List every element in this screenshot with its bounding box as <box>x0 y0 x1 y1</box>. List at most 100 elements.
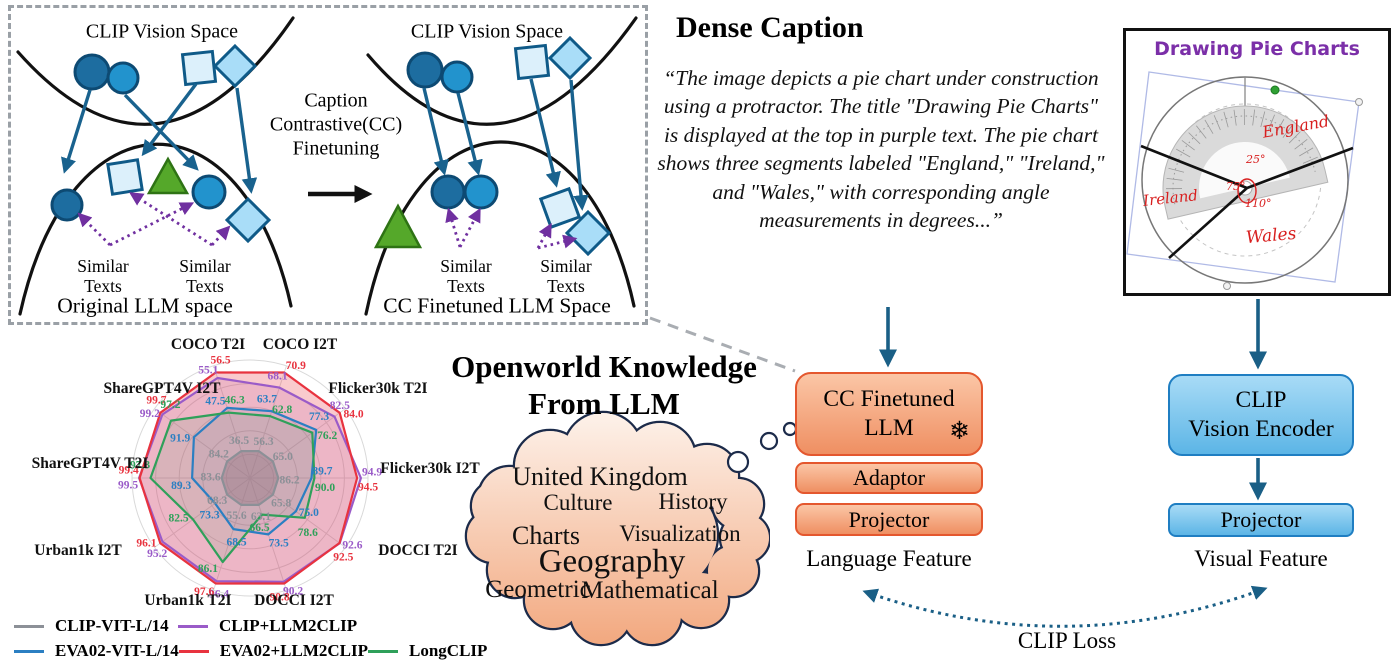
radar-value-label: 56.5 <box>210 355 230 367</box>
radar-value-label: 97.2 <box>160 399 180 411</box>
legend-item: EVA02+LLM2CLIP <box>178 641 368 661</box>
cloud-word: Geometric <box>485 576 591 603</box>
legend-line-swatch <box>178 624 208 628</box>
selection-box <box>1126 71 1360 283</box>
radar-value-label: 76.2 <box>317 430 337 442</box>
legend-label: EVA02-VIT-L/14 <box>55 641 179 660</box>
similar-texts-label: Similar Texts <box>540 255 592 296</box>
green-handle-icon <box>1270 85 1280 95</box>
cc-finetuned-space-caption: CC Finetuned LLM Space <box>383 293 611 318</box>
radar-value-label: 99.4 <box>119 465 139 477</box>
radar-value-label: 70.9 <box>286 360 306 372</box>
radar-value-label: 89.7 <box>312 465 332 477</box>
whiteboard-title: Drawing Pie Charts <box>1154 38 1360 60</box>
corner-handle-icon <box>1355 98 1363 106</box>
legend-item: CLIP+LLM2CLIP <box>178 616 366 636</box>
original-llm-space-caption: Original LLM space <box>57 293 233 318</box>
radar-value-label: 94.9 <box>362 467 382 479</box>
legend-label: EVA02+LLM2CLIP <box>219 641 368 660</box>
radar-value-label: 96.1 <box>136 538 156 550</box>
radar-value-label: 95.2 <box>147 548 167 560</box>
radar-value-label: 92.5 <box>333 551 353 563</box>
radar-axis-label: Flicker30k T2I <box>328 380 427 397</box>
visual-feature-caption: Visual Feature <box>1194 546 1328 571</box>
adaptor-label: Adaptor <box>852 465 926 490</box>
cc-finetuned-llm-box: CC Finetuned LLM ❄ <box>795 372 983 456</box>
radar-value-label: 68.3 <box>207 495 227 507</box>
radar-axis-label: DOCCI I2T <box>254 592 334 609</box>
radar-value-label: 73.3 <box>200 509 220 521</box>
legend-line-swatch <box>14 624 44 628</box>
legend-label: CLIP+LLM2CLIP <box>219 616 358 635</box>
radar-value-label: 86.1 <box>198 563 218 575</box>
language-projector-box: Projector <box>795 503 983 536</box>
visual-projector-box: Projector <box>1168 503 1354 537</box>
radar-value-label: 77.3 <box>309 411 329 423</box>
radar-axis-label: Flicker30k I2T <box>380 460 480 477</box>
thought-bubbles <box>726 421 798 474</box>
cloud-word: Charts <box>512 521 580 550</box>
legend-line-swatch <box>14 649 44 653</box>
cc-finetuned-llm-label: CC Finetuned LLM <box>823 385 955 441</box>
legend-item: CLIP-VIT-L/14 <box>14 616 178 636</box>
radar-value-label: 97.6 <box>194 586 214 598</box>
radar-value-label: 46.3 <box>225 395 245 407</box>
angle-label: 75° <box>1226 180 1246 193</box>
snowflake-frozen-icon: ❄ <box>949 417 970 445</box>
radar-value-label: 66.5 <box>249 522 269 534</box>
radar-axis-label: Urban1k T2I <box>144 592 231 609</box>
transition-label: Caption <box>304 89 368 112</box>
radar-value-label: 82.5 <box>168 513 188 525</box>
adaptor-box: Adaptor <box>795 462 983 494</box>
radar-value-label: 90.0 <box>315 482 335 494</box>
radar-value-label: 47.5 <box>205 395 225 407</box>
similar-texts-label: Similar Texts <box>77 255 129 296</box>
contrastive-panel-frame <box>8 5 648 325</box>
radar-value-label: 99.5 <box>118 479 138 491</box>
legend-line-swatch <box>178 649 209 653</box>
radar-value-label: 97.3 <box>130 460 150 472</box>
radar-value-label: 90.8 <box>269 592 289 604</box>
radar-value-label: 84.2 <box>209 449 229 461</box>
radar-value-label: 56.3 <box>253 436 273 448</box>
radar-value-label: 99.2 <box>140 408 160 420</box>
vision-space-title-right: CLIP Vision Space <box>410 20 564 43</box>
radar-value-label: 84.0 <box>344 408 364 420</box>
radar-axis-label: DOCCI T2I <box>378 542 457 559</box>
radar-axis-label: ShareGPT4V T2I <box>32 455 149 472</box>
radar-value-label: 65.8 <box>271 497 291 509</box>
radar-value-label: 89.3 <box>171 480 191 492</box>
dense-caption-body: “The image depicts a pie chart under con… <box>657 66 1105 232</box>
legend-item: EVA02-VIT-L/14 <box>14 641 179 661</box>
radar-value-label: 75.0 <box>299 507 319 519</box>
radar-axis-label: COCO I2T <box>263 336 338 353</box>
legend-label: LongCLIP <box>409 641 488 660</box>
language-feature-caption: Language Feature <box>806 546 972 571</box>
radar-value-label: 55.6 <box>226 510 246 522</box>
cloud-word: Geography <box>538 543 686 580</box>
radar-value-label: 36.5 <box>229 435 249 447</box>
radar-axis-label: Urban1k I2T <box>34 542 122 559</box>
legend-label: CLIP-VIT-L/14 <box>55 616 169 635</box>
radar-value-label: 91.9 <box>170 433 190 445</box>
radar-axis-label: COCO T2I <box>171 336 245 353</box>
radar-value-label: 68.5 <box>226 537 246 549</box>
cloud-word: Visualization <box>619 521 741 546</box>
radar-value-label: 73.5 <box>269 537 289 549</box>
legend-line-swatch <box>368 649 398 653</box>
radar-value-label: 90.2 <box>283 585 303 597</box>
cloud-word: Mathematical <box>581 577 719 604</box>
openworld-heading-line1: Openworld Knowledge <box>451 349 757 384</box>
clip-vision-encoder-box: CLIP Vision Encoder <box>1168 374 1354 456</box>
dense-caption-title: Dense Caption <box>676 11 864 44</box>
angle-label: 25° <box>1246 153 1266 166</box>
radar-value-label: 83.6 <box>200 472 220 484</box>
radar-value-label: 78.6 <box>298 527 318 539</box>
similar-texts-label: Similar Texts <box>179 255 231 296</box>
clip-loss-label: CLIP Loss <box>1017 628 1117 653</box>
radar-value-label: 62.8 <box>272 404 292 416</box>
radar-value-label: 92.6 <box>342 540 362 552</box>
cloud-word: Culture <box>543 490 613 515</box>
radar-value-label: 96.4 <box>209 589 229 601</box>
corner-handle-icon <box>1223 282 1231 290</box>
